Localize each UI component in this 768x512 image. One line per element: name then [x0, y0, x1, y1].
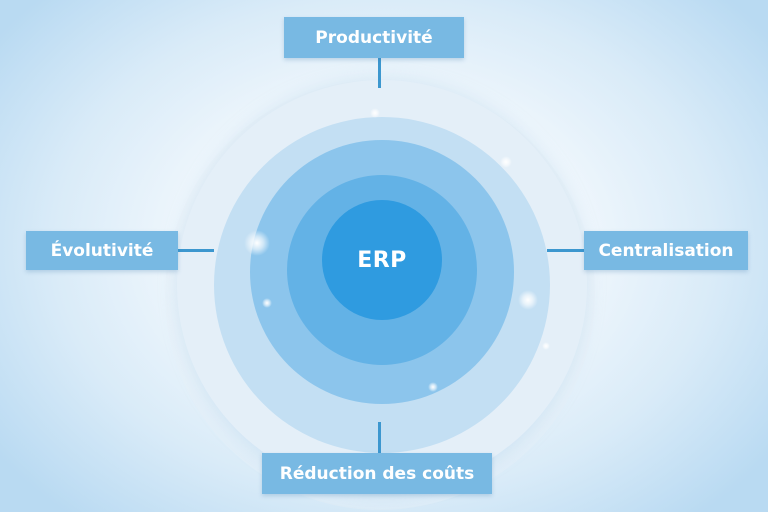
- node-reduction-des-couts: Réduction des coûts: [262, 453, 492, 494]
- ring-core: [322, 200, 442, 320]
- node-centralisation: Centralisation: [584, 231, 748, 270]
- center-label-erp: ERP: [357, 247, 407, 273]
- sparkle-decoration: [262, 298, 272, 308]
- node-productivite: Productivité: [284, 17, 464, 58]
- sparkle-decoration: [370, 108, 380, 118]
- sparkle-decoration: [518, 290, 538, 310]
- connector-right: [547, 249, 584, 252]
- connector-left: [178, 249, 214, 252]
- sparkle-decoration: [244, 230, 270, 256]
- sparkle-decoration: [500, 156, 512, 168]
- connector-bottom: [378, 422, 381, 456]
- sparkle-decoration: [428, 382, 438, 392]
- connector-top: [378, 58, 381, 88]
- sparkle-decoration: [542, 342, 550, 350]
- node-evolutivite: Évolutivité: [26, 231, 178, 270]
